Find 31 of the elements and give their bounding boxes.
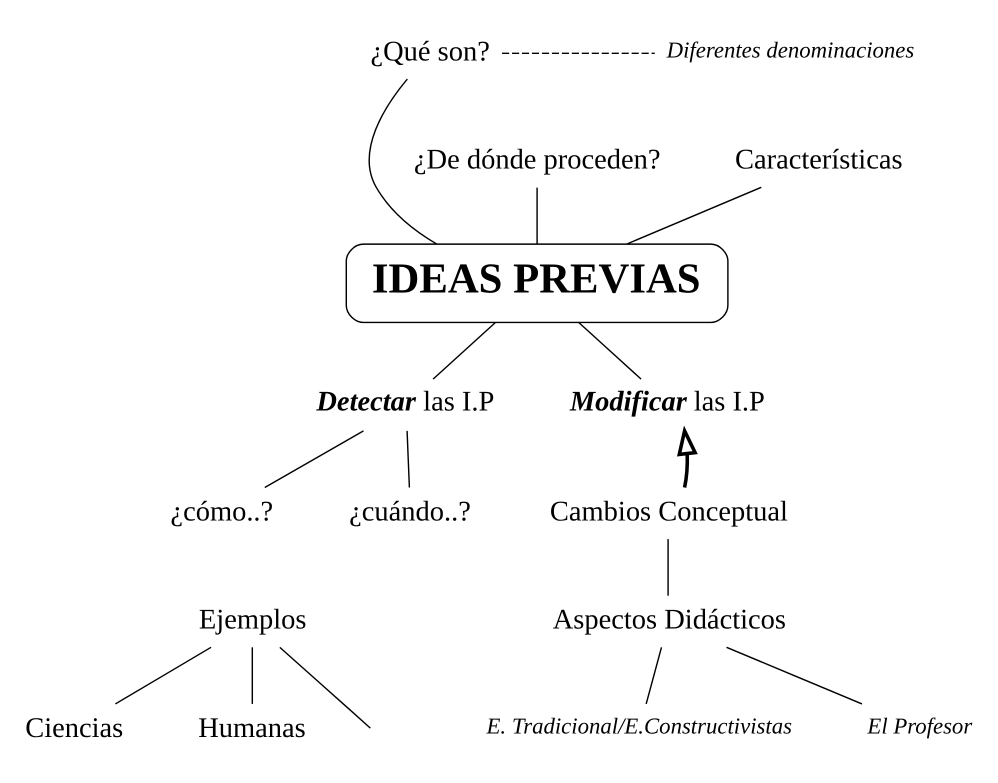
node-box: IDEAS PREVIAS	[346, 243, 729, 324]
connector	[726, 646, 862, 705]
node-text: ¿cuándo..?	[349, 496, 471, 528]
node-text: ¿cómo..?	[170, 496, 274, 528]
connector	[368, 78, 438, 245]
node-text: Diferentes denominaciones	[666, 37, 914, 62]
node-text: E. Tradicional/E.Constructivistas	[486, 714, 792, 739]
connector	[536, 188, 538, 244]
node-text: Cambios Conceptual	[550, 496, 788, 528]
node-text: ¿Qué son?	[370, 36, 490, 68]
connector	[252, 647, 254, 704]
arrow	[677, 426, 698, 488]
connector	[115, 646, 212, 705]
connector	[667, 539, 669, 596]
connector	[432, 322, 496, 380]
node-text: Ciencias	[25, 712, 124, 744]
connector	[406, 430, 410, 488]
node-text: Características	[735, 144, 903, 176]
connector	[578, 322, 642, 380]
node-text: Humanas	[198, 712, 306, 744]
node-text: El Profesor	[867, 714, 972, 739]
node-text: Aspectos Didácticos	[552, 604, 786, 636]
node-text: Detectar las I.P	[316, 386, 494, 418]
connector	[626, 186, 762, 245]
connector	[645, 647, 662, 704]
node-text: Modificar las I.P	[570, 386, 765, 418]
node-text: Ejemplos	[198, 604, 306, 636]
node-text: ¿De dónde proceden?	[414, 144, 661, 176]
connector	[502, 52, 655, 54]
connector	[279, 646, 371, 729]
connector	[264, 430, 364, 488]
